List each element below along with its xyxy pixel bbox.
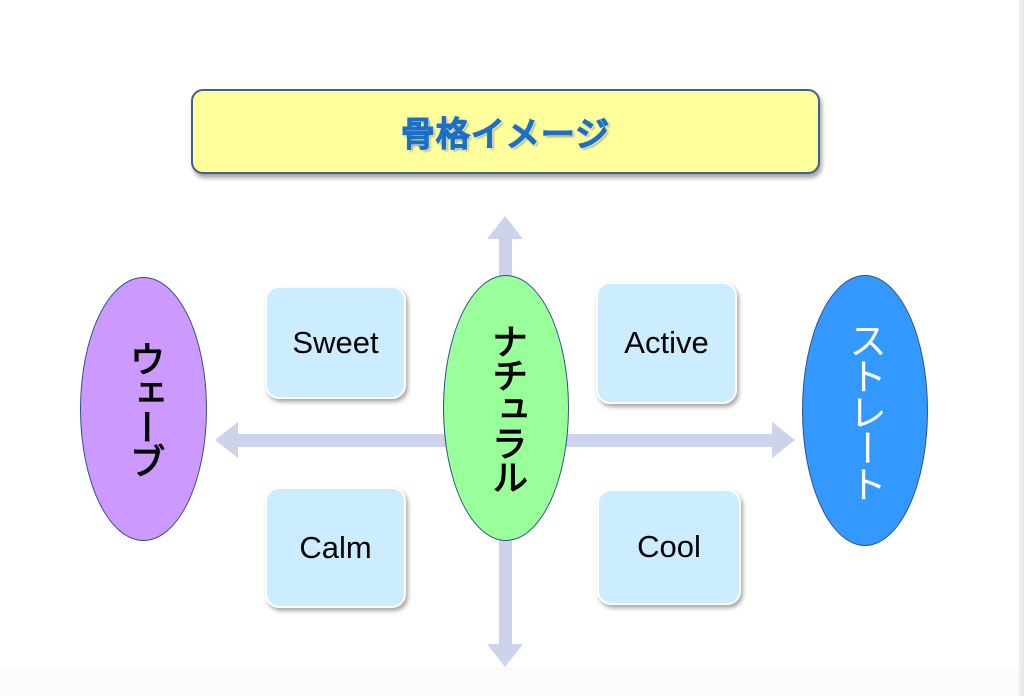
type-natural-ellipse: ナチュラル [443, 275, 569, 541]
arrow-up-icon [487, 216, 523, 239]
quadrant-sweet: Sweet [265, 286, 406, 399]
arrow-down-icon [487, 644, 523, 667]
page-bottom [0, 668, 1019, 696]
quadrant-active: Active [596, 282, 737, 404]
quadrant-calm: Calm [265, 487, 406, 608]
quadrant-cool-label: Cool [637, 529, 701, 564]
quadrant-active-label: Active [624, 325, 709, 360]
type-straight-ellipse: ストレート [802, 275, 928, 546]
type-natural-label: ナチュラル [486, 323, 527, 493]
quadrant-sweet-label: Sweet [292, 324, 379, 360]
quadrant-calm-label: Calm [299, 529, 372, 565]
type-wave-label: ウェーブ [123, 341, 165, 477]
page-title: 骨格イメージ [400, 115, 611, 156]
quadrant-cool: Cool [597, 489, 741, 605]
type-wave-ellipse: ウェーブ [80, 277, 207, 541]
page-edge [1019, 0, 1024, 696]
type-straight-label: ストレート [842, 320, 887, 501]
arrow-right-icon [772, 422, 795, 458]
arrow-left-icon [215, 422, 238, 458]
title-banner: 骨格イメージ [191, 89, 820, 174]
